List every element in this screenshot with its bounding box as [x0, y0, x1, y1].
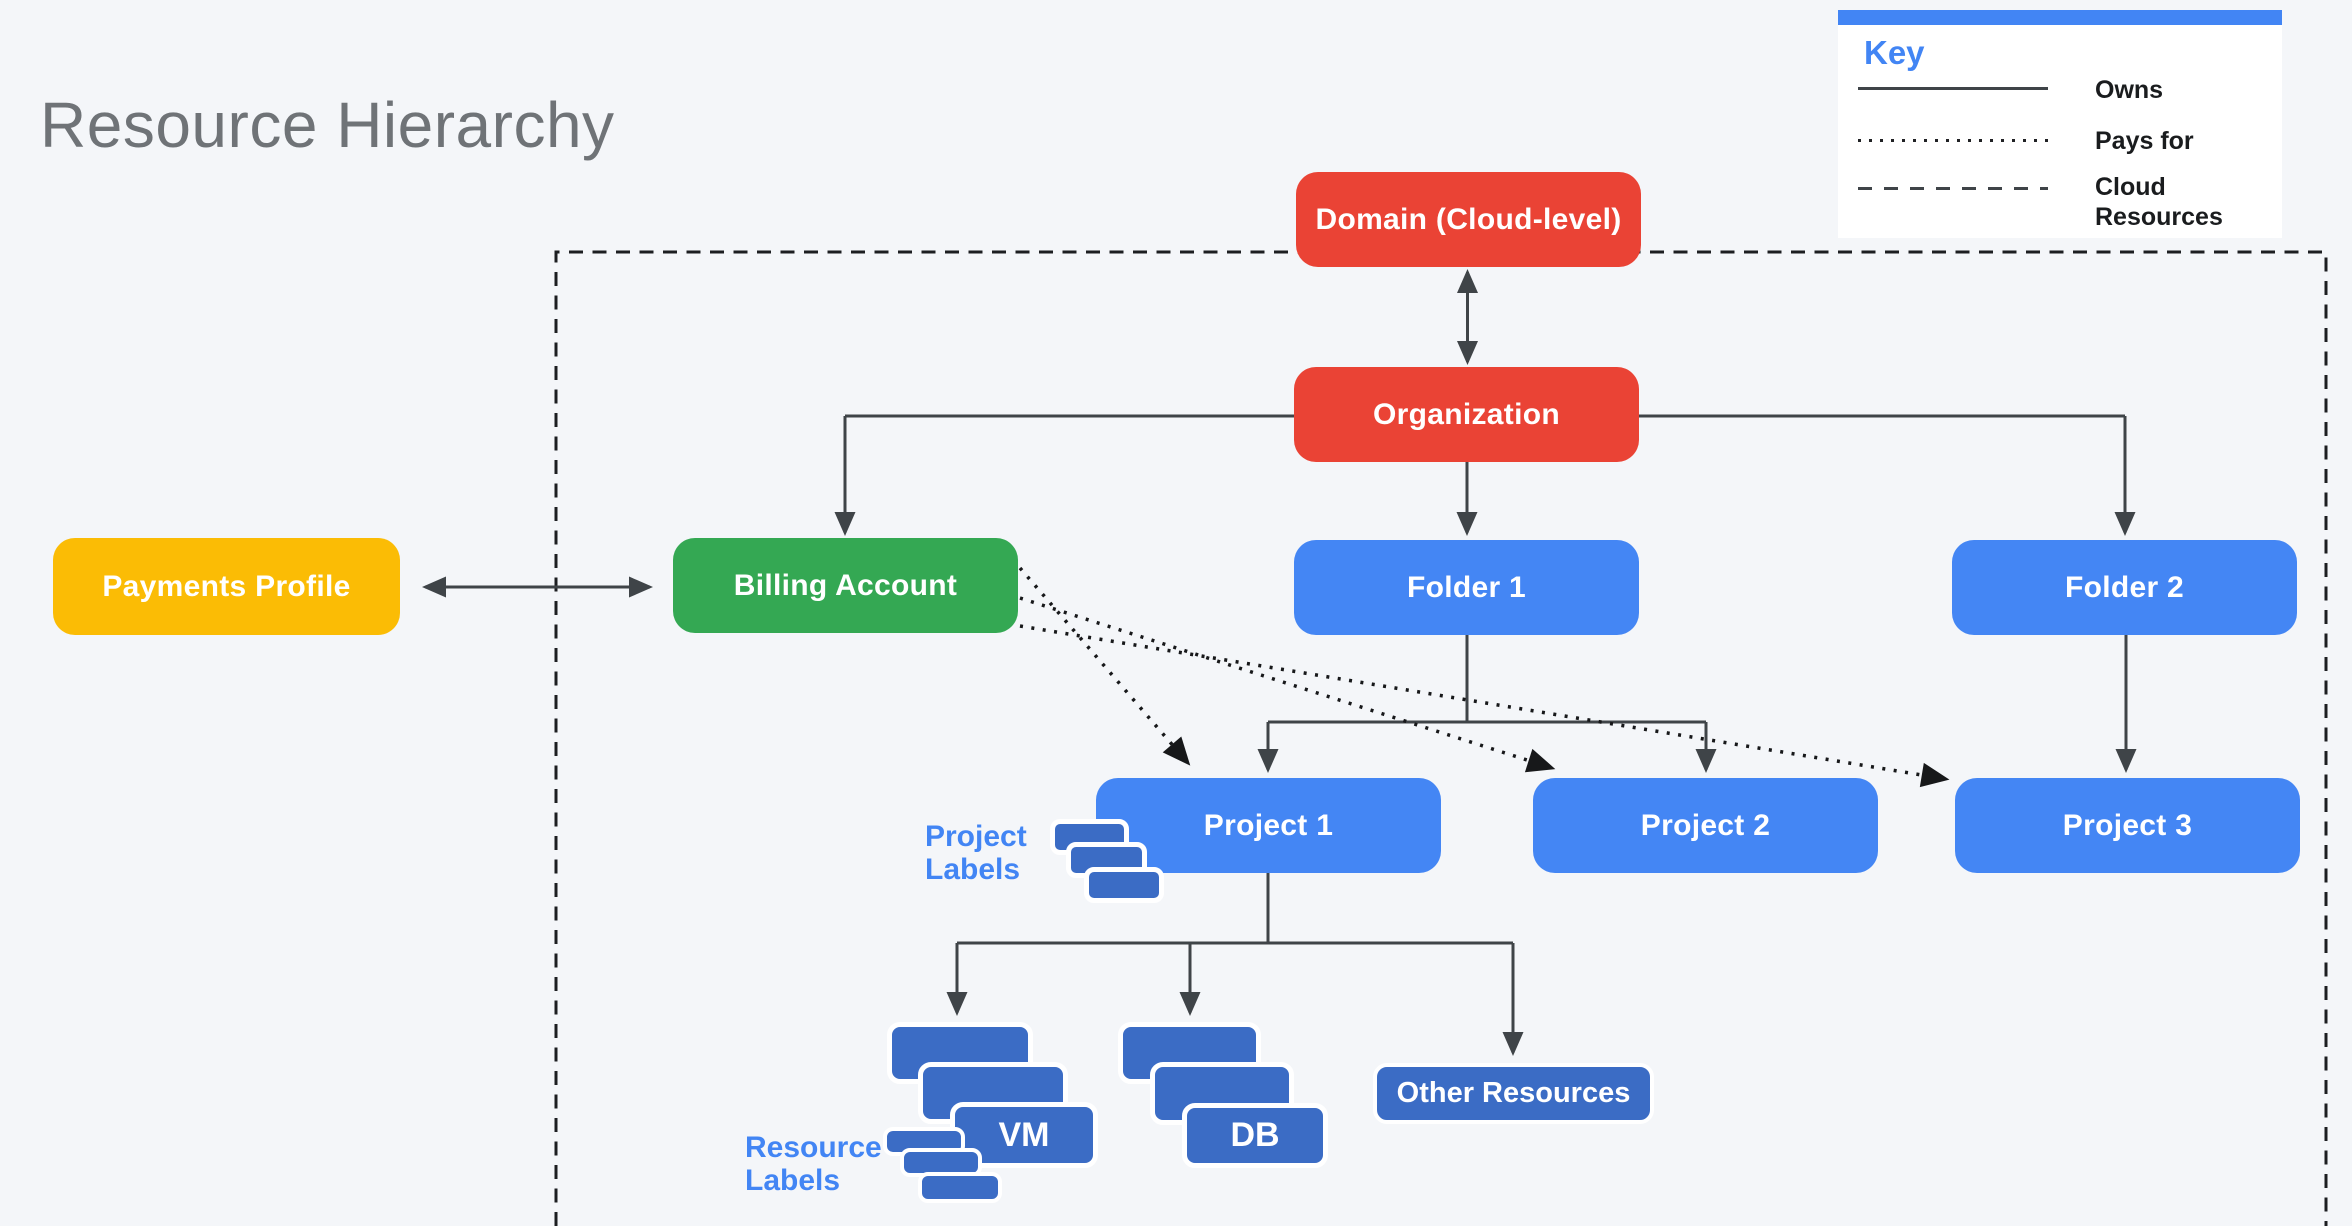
node-project-2-label: Project 2: [1640, 808, 1771, 842]
vm-label: VM: [998, 1115, 1050, 1154]
page-title: Resource Hierarchy: [40, 89, 615, 161]
project-labels-annotation: Project Labels: [925, 820, 1027, 886]
legend: Key Owns Pays for Cloud Resources: [1838, 10, 2282, 238]
connector-billing-project2: [1019, 596, 1556, 773]
node-folder-2: Folder 2: [1952, 540, 2297, 635]
connector-billing-project3: [1019, 624, 1950, 788]
resource-labels-annotation: Resource Labels: [745, 1131, 882, 1197]
node-organization: Organization: [1294, 367, 1639, 462]
connector-billing-project1: [1018, 566, 1191, 766]
node-project-3: Project 3: [1955, 778, 2300, 873]
legend-pays-for-line-sample: [1858, 139, 2048, 142]
legend-top-bar: [1838, 10, 2282, 25]
connector-folder1-stem: [1268, 632, 1706, 724]
vm-resource-card-labeled: VM: [950, 1102, 1098, 1168]
node-domain: Domain (Cloud-level): [1296, 172, 1641, 267]
node-project-1-label: Project 1: [1203, 808, 1334, 842]
node-payments-profile: Payments Profile: [53, 538, 400, 635]
resource-label-chip: [918, 1172, 1002, 1203]
project-label-chip: [1084, 867, 1164, 903]
node-organization-label: Organization: [1373, 397, 1560, 431]
node-project-1: Project 1: [1096, 778, 1441, 873]
legend-pays-for-label: Pays for: [2095, 127, 2194, 155]
node-payments-profile-label: Payments Profile: [102, 569, 351, 603]
legend-owns-line-sample: [1858, 87, 2048, 90]
owns-connectors: [422, 269, 2137, 1056]
node-other-resources-label: Other Resources: [1396, 1077, 1631, 1109]
legend-cloud-resources-line-sample: [1858, 187, 2048, 190]
node-billing-account: Billing Account: [673, 538, 1018, 633]
legend-cloud-resources-label: Cloud Resources: [2095, 173, 2223, 231]
node-billing-account-label: Billing Account: [733, 568, 958, 602]
db-label: DB: [1230, 1116, 1280, 1154]
node-domain-label: Domain (Cloud-level): [1315, 202, 1622, 236]
db-resource-card-labeled: DB: [1182, 1103, 1328, 1168]
node-project-3-label: Project 3: [2062, 808, 2193, 842]
node-other-resources: Other Resources: [1373, 1063, 1654, 1124]
connector-project1-stem: [957, 873, 1513, 945]
legend-owns-label: Owns: [2095, 76, 2164, 104]
legend-title: Key: [1864, 34, 1925, 71]
node-folder-1-label: Folder 1: [1406, 570, 1527, 604]
node-folder-1: Folder 1: [1294, 540, 1639, 635]
node-project-2: Project 2: [1533, 778, 1878, 873]
node-folder-2-label: Folder 2: [2064, 570, 2185, 604]
pays-for-connectors: [1018, 566, 1950, 788]
